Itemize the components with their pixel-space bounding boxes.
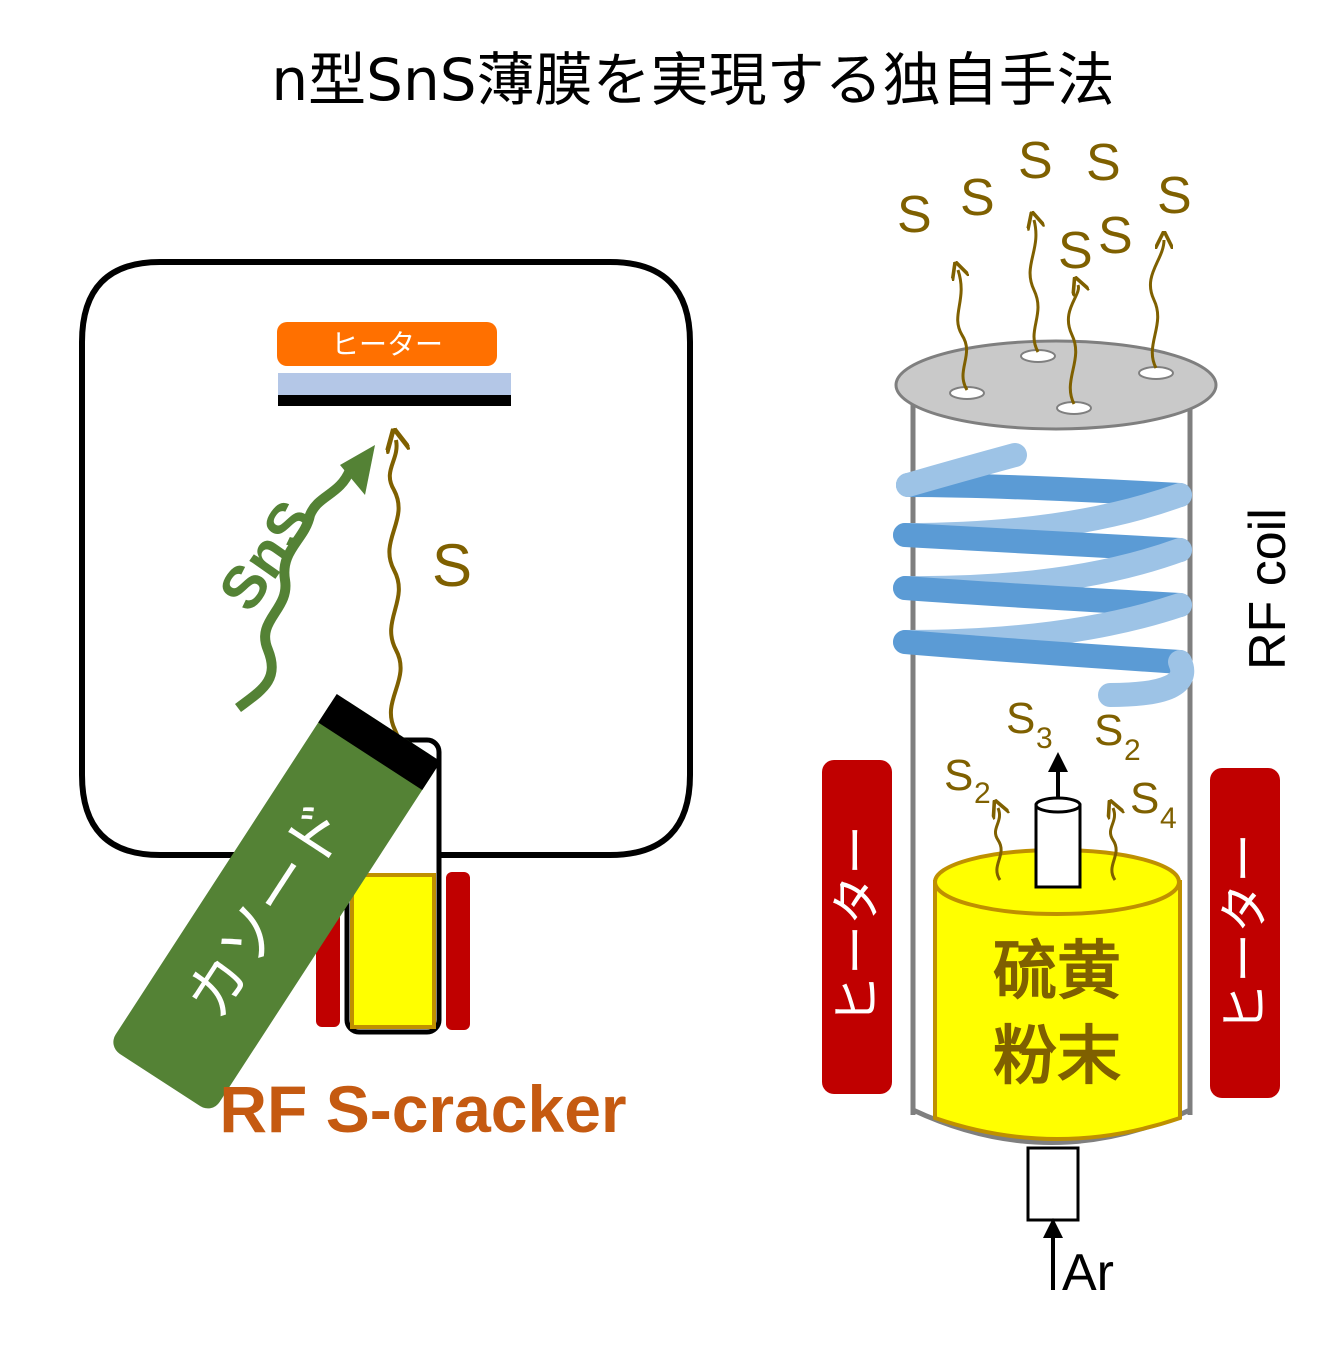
emission-path xyxy=(1066,285,1078,405)
inlet-pipe xyxy=(1026,1146,1080,1222)
top-s-label: S xyxy=(1058,222,1093,280)
top-s-label: S xyxy=(960,169,995,227)
heater-label: ヒーター xyxy=(331,328,443,361)
species-subscript: 4 xyxy=(1160,802,1177,835)
top-s-label: S xyxy=(1157,167,1192,225)
species-subscript: 2 xyxy=(1124,734,1141,767)
top-s-label: S xyxy=(897,186,932,244)
heater-block xyxy=(277,322,497,366)
side-heater-right-label: ヒーター xyxy=(1216,833,1274,1033)
sulfur-fill-small xyxy=(350,873,436,1029)
species-base: S xyxy=(1006,694,1035,743)
left-sputter-chamber: ヒーター S SnS カソード RF S-cracker xyxy=(79,259,693,1146)
substrate xyxy=(278,373,511,395)
powder-label-line2: 粉末 xyxy=(993,1020,1121,1094)
species-base: S xyxy=(1130,774,1159,823)
central-nozzle xyxy=(1034,803,1082,889)
species-subscript: 3 xyxy=(1036,722,1053,755)
diagram-title: n型SnS薄膜を実現する独自手法 xyxy=(271,46,1114,114)
ar-label: Ar xyxy=(1062,1244,1114,1302)
evap-path-right xyxy=(1110,808,1116,881)
side-heater-right xyxy=(1210,768,1280,1098)
side-heater-left-label: ヒーター xyxy=(828,825,886,1025)
rf-coil xyxy=(893,443,1195,707)
cracker-heater-right xyxy=(446,872,470,1030)
rf-coil-label: RF coil xyxy=(1239,508,1297,670)
side-heater-left xyxy=(822,760,892,1094)
species-s2-left: S 2 xyxy=(944,751,991,810)
species-s3: S 3 xyxy=(1006,694,1053,755)
powder-cylinder-body xyxy=(933,880,1182,1141)
lid-hole xyxy=(1138,366,1174,380)
emission-path xyxy=(1148,240,1164,369)
top-s-label: S xyxy=(1086,134,1121,192)
species-subscript: 2 xyxy=(974,777,991,810)
s-flux-label: S xyxy=(432,532,472,599)
cathode: カソード xyxy=(113,693,441,1109)
sns-flux-path xyxy=(235,467,355,713)
top-s-label: S xyxy=(1018,132,1053,190)
evap-path-left xyxy=(995,808,1001,881)
substrate-base xyxy=(278,395,511,406)
tube-lid xyxy=(894,339,1218,431)
sns-arrow-head xyxy=(340,445,375,495)
emission-path xyxy=(1030,220,1038,353)
top-s-label: S xyxy=(1098,207,1133,265)
species-s2-right: S 2 xyxy=(1094,706,1141,767)
emission-path xyxy=(958,270,967,391)
species-base: S xyxy=(1094,706,1123,755)
cracker-caption: RF S-cracker xyxy=(219,1072,626,1146)
species-s4: S 4 xyxy=(1130,774,1177,835)
powder-label-line1: 硫黄 xyxy=(993,935,1121,1009)
chamber-outline xyxy=(79,259,693,858)
species-base: S xyxy=(944,751,973,800)
central-nozzle-top xyxy=(1034,796,1082,814)
right-cracker-detail: Ar RF coil ヒーター ヒーター 硫黄 粉末 xyxy=(822,132,1297,1302)
